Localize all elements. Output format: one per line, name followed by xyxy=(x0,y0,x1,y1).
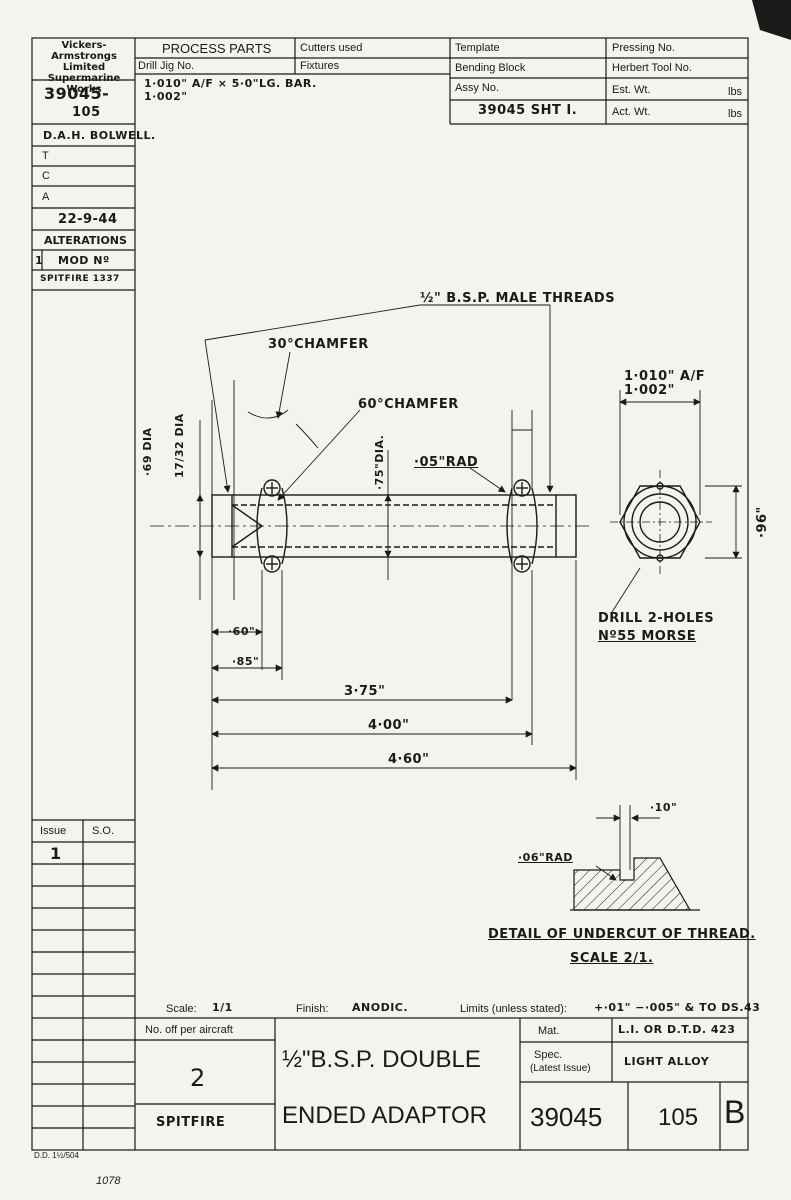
dim-060: ·60" xyxy=(228,625,256,638)
aircraft-name: SPITFIRE xyxy=(156,1115,226,1130)
af-dim-2: 1·002" xyxy=(624,383,675,398)
male-threads-note: ½" B.S.P. MALE THREADS xyxy=(420,291,616,306)
material-note-1: 1·010" A/F × 5·0"LG. BAR. xyxy=(144,77,317,90)
spec-value: LIGHT ALLOY xyxy=(624,1055,710,1068)
traced-label: T xyxy=(42,150,49,162)
af-dim-1: 1·010" A/F xyxy=(624,369,706,384)
dia-17-32-dim: 17/32 DIA xyxy=(173,413,186,478)
drill-note-2: Nº55 MORSE xyxy=(598,629,697,644)
chamfer-30-note: 30°CHAMFER xyxy=(268,337,369,352)
so-header: S.O. xyxy=(92,825,115,837)
finish-label: Finish: xyxy=(296,1003,329,1015)
part-title-2: ENDED ADAPTOR xyxy=(282,1102,487,1129)
spec-sub: (Latest Issue) xyxy=(530,1063,591,1074)
pressing-no-label: Pressing No. xyxy=(612,42,675,54)
drill-note-1: DRILL 2-HOLES xyxy=(598,611,715,626)
alteration-number: 1 xyxy=(35,254,44,267)
approved-label: A xyxy=(42,191,50,203)
alteration-text-1: MOD Nº xyxy=(58,254,110,267)
bottom-drawing-no: 39045 xyxy=(530,1102,603,1132)
approval-stamp: D.D. 1½/504 xyxy=(34,1151,79,1160)
issue-value: 1 xyxy=(50,844,62,863)
spec-label: Spec. xyxy=(534,1049,563,1061)
issue-header: Issue xyxy=(40,825,67,837)
detail-title: DETAIL OF UNDERCUT OF THREAD. xyxy=(488,927,756,942)
material-note-2: 1·002" xyxy=(144,90,188,103)
finish-value: ANODIC. xyxy=(352,1001,409,1014)
est-wt-unit: lbs xyxy=(728,86,743,98)
dia-69-dim: ·69 DIA xyxy=(141,427,154,476)
rad-05-note: ·05"RAD xyxy=(414,455,479,470)
detail-scale: SCALE 2/1. xyxy=(570,951,654,966)
assy-no-label: Assy No. xyxy=(455,82,500,94)
rad-06-note: ·06"RAD xyxy=(518,851,573,864)
company-line-1: Vickers-Armstrongs xyxy=(51,40,117,62)
template-label: Template xyxy=(455,42,500,54)
fixtures-label: Fixtures xyxy=(300,60,340,72)
cutters-used-label: Cutters used xyxy=(300,42,363,54)
part-title-1: ½"B.S.P. DOUBLE xyxy=(282,1046,481,1073)
checked-label: C xyxy=(42,170,50,182)
act-wt-label: Act. Wt. xyxy=(612,106,651,118)
company-name: Vickers-Armstrongs Limited Supermarine W… xyxy=(34,40,134,95)
footer-note: 1078 xyxy=(96,1175,121,1187)
chamfer-60-note: 60°CHAMFER xyxy=(358,397,459,412)
company-line-2: Limited xyxy=(62,62,106,73)
drawing-date: 22-9-44 xyxy=(58,212,118,227)
dim-085: ·85" xyxy=(232,655,260,668)
dim-460: 4·60" xyxy=(388,752,430,767)
no-off-label: No. off per aircraft xyxy=(145,1024,233,1036)
process-parts-label: PROCESS PARTS xyxy=(162,41,272,56)
drawn-by: D.A.H. BOLWELL. xyxy=(43,129,156,142)
side-drawing-no-2: 105 xyxy=(72,105,101,120)
bottom-part-no: 105 xyxy=(658,1104,699,1131)
assy-no-value: 39045 SHT I. xyxy=(478,103,578,118)
mat-value: L.I. OR D.T.D. 423 xyxy=(618,1023,736,1036)
herbert-tool-label: Herbert Tool No. xyxy=(612,62,692,74)
act-wt-unit: lbs xyxy=(728,108,743,120)
limits-label: Limits (unless stated): xyxy=(460,1003,567,1015)
issue-letter: B xyxy=(724,1094,746,1130)
scale-value: 1/1 xyxy=(212,1001,233,1014)
bending-block-label: Bending Block xyxy=(455,62,526,74)
scale-label: Scale: xyxy=(166,1003,197,1015)
dim-400: 4·00" xyxy=(368,718,410,733)
dim-375: 3·75" xyxy=(344,684,386,699)
mat-label: Mat. xyxy=(538,1025,560,1037)
alterations-label: ALTERATIONS xyxy=(44,234,127,247)
company-line-3: Supermarine Works xyxy=(47,73,121,95)
dia-75-dim: ·75"DIA. xyxy=(373,434,386,490)
drill-jig-label: Drill Jig No. xyxy=(138,60,195,72)
est-wt-label: Est. Wt. xyxy=(612,84,651,96)
limits-value: +·01" −·005" & TO DS.43 xyxy=(594,1001,761,1014)
alteration-text-2: SPITFIRE 1337 xyxy=(40,274,120,284)
dim-010: ·10" xyxy=(650,801,678,814)
dim-96: ·96" xyxy=(755,506,770,538)
no-off-value: 2 xyxy=(190,1064,206,1092)
side-drawing-no-1: 39045- xyxy=(44,84,110,103)
